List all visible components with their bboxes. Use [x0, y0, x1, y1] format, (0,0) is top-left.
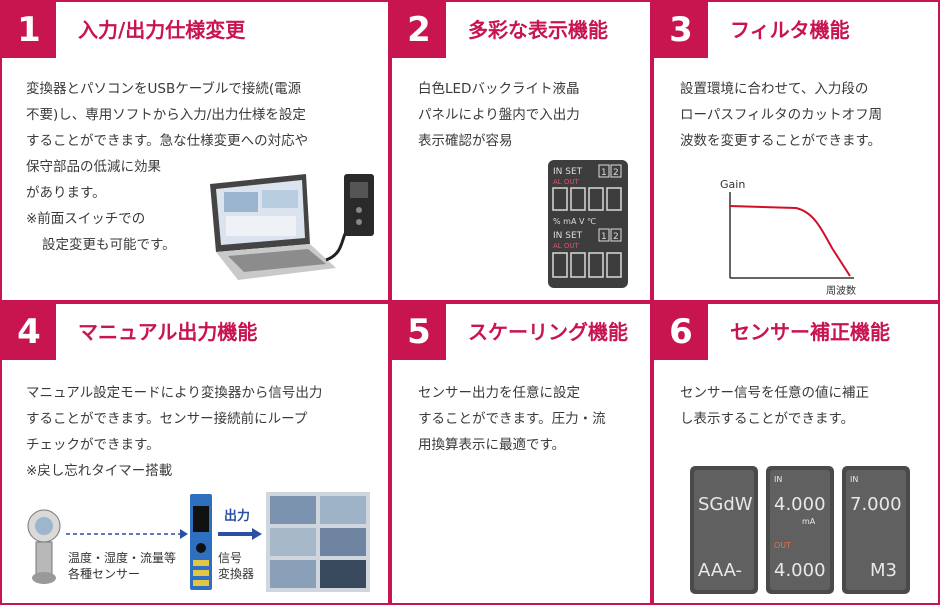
lcd-display-illustration: IN SET 1 2 AL OUT % mA V ℃ IN SET 1 2 AL… [548, 160, 628, 288]
svg-text:4.000: 4.000 [774, 560, 826, 581]
svg-text:IN SET: IN SET [553, 231, 583, 241]
feature-number: 4 [2, 304, 56, 360]
svg-text:% mA V ℃: % mA V ℃ [553, 217, 596, 226]
graph-xlabel: 周波数 [826, 284, 856, 297]
feature-number: 5 [392, 304, 446, 360]
svg-text:SGdW: SGdW [698, 494, 753, 515]
svg-text:出力: 出力 [224, 508, 250, 524]
feature-card-4: 4 マニュアル出力機能 マニュアル設定モードにより変換器から信号出力 することが… [0, 302, 390, 605]
svg-text:信号: 信号 [218, 551, 242, 565]
svg-text:M3: M3 [870, 560, 897, 581]
feature-description: マニュアル設定モードにより変換器から信号出力 することができます。センサー接続前… [26, 385, 323, 479]
graph-ylabel: Gain [720, 178, 745, 191]
svg-text:1: 1 [601, 168, 607, 178]
lowpass-filter-graph: Gain 周波数 [720, 178, 856, 297]
signal-converter-icon [190, 494, 212, 590]
svg-text:AAA-: AAA- [698, 560, 742, 581]
svg-text:IN: IN [850, 475, 858, 484]
sensor-icon [27, 509, 61, 584]
feature-description: センサー信号を任意の値に補正 し表示することができます。 [680, 385, 869, 427]
svg-text:温度・湿度・流量等: 温度・湿度・流量等 [68, 550, 176, 565]
svg-text:4.000: 4.000 [774, 494, 826, 515]
svg-text:mA: mA [802, 517, 816, 526]
feature-description: センサー出力を任意に設定 することができます。圧力・流 用換算表示に最適です。 [418, 385, 606, 453]
svg-text:2: 2 [613, 232, 619, 242]
feature-card-6: 6 センサー補正機能 センサー信号を任意の値に補正 し表示することができます。 … [652, 302, 940, 605]
feature-description: 設置環境に合わせて、入力段の ローパスフィルタのカットオフ周 波数を変更すること… [680, 81, 883, 149]
svg-text:IN: IN [774, 475, 782, 484]
display-row1-label: IN SET [553, 167, 583, 177]
feature-card-1: 1 入力/出力仕様変更 変換器とパソコンをUSBケーブルで接続(電源 不要)し、… [0, 0, 390, 302]
feature-number: 2 [392, 2, 446, 58]
svg-text:7.000: 7.000 [850, 494, 902, 515]
feature-description: 変換器とパソコンをUSBケーブルで接続(電源 不要)し、専用ソフトから入力/出力… [26, 81, 309, 253]
feature-card-3: 3 フィルタ機能 設置環境に合わせて、入力段の ローパスフィルタのカットオフ周 … [652, 0, 940, 302]
manual-output-diagram: 温度・湿度・流量等 各種センサー 信号 変換器 出力 [27, 492, 370, 592]
sensor-correction-displays: SGdW AAA- IN 4.000 mA OUT 4.000 IN 7.000… [690, 466, 910, 594]
feature-number: 3 [654, 2, 708, 58]
feature-title: マニュアル出力機能 [78, 320, 258, 344]
feature-title: 入力/出力仕様変更 [78, 18, 246, 42]
svg-text:OUT: OUT [774, 541, 791, 550]
monitor-screens-image [266, 492, 370, 592]
feature-number: 6 [654, 304, 708, 360]
feature-title: フィルタ機能 [730, 18, 850, 42]
svg-text:AL OUT: AL OUT [553, 242, 580, 250]
svg-text:2: 2 [613, 168, 619, 178]
feature-title: 多彩な表示機能 [468, 18, 608, 42]
feature-card-2: 2 多彩な表示機能 白色LEDバックライト液晶 パネルにより盤内で入出力 表示確… [390, 0, 652, 302]
svg-text:AL OUT: AL OUT [553, 178, 580, 186]
feature-title: センサー補正機能 [730, 320, 890, 344]
svg-text:変換器: 変換器 [218, 566, 254, 581]
feature-card-5: 5 スケーリング機能 センサー出力を任意に設定 することができます。圧力・流 用… [390, 302, 652, 605]
laptop-usb-illustration [210, 174, 374, 280]
feature-description: 白色LEDバックライト液晶 パネルにより盤内で入出力 表示確認が容易 [418, 81, 580, 149]
feature-title: スケーリング機能 [468, 320, 628, 344]
svg-text:各種センサー: 各種センサー [68, 566, 140, 581]
svg-text:1: 1 [601, 232, 607, 242]
feature-number: 1 [2, 2, 56, 58]
